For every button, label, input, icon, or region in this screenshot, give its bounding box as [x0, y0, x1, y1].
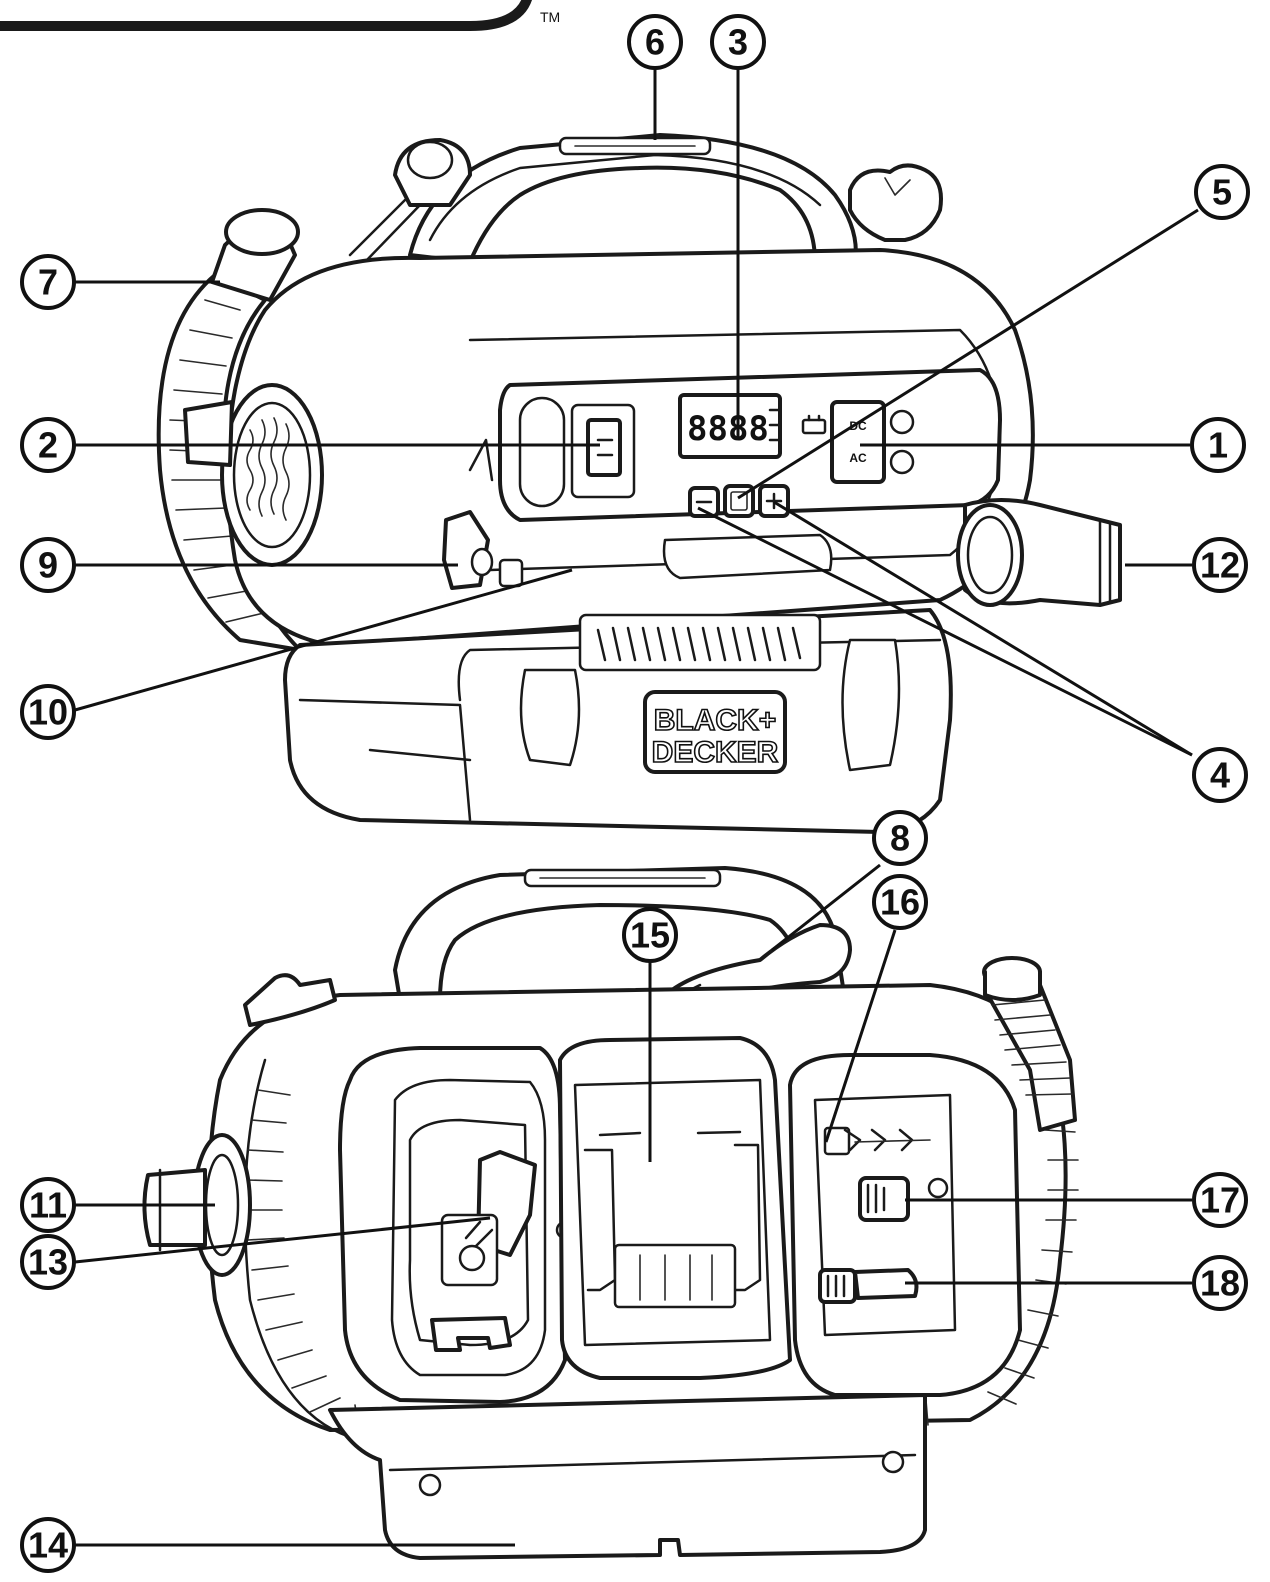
callout-13: 13	[20, 1234, 76, 1290]
front-view-inflator: 8888 DC AC	[156, 133, 1122, 834]
callout-5: 5	[1194, 164, 1250, 220]
callout-16: 16	[872, 874, 928, 930]
power-switch[interactable]	[586, 418, 622, 477]
callout-6: 6	[627, 14, 683, 70]
front-battery-base: BLACK+ DECKER	[283, 608, 953, 834]
rear-base	[328, 1393, 927, 1560]
leader-5	[737, 208, 1199, 500]
svg-text:9: 9	[38, 545, 58, 586]
dc-outlet-port[interactable]	[858, 1176, 949, 1222]
hose-rear	[243, 956, 1077, 1132]
leader-4b	[773, 500, 1193, 757]
svg-text:13: 13	[28, 1242, 68, 1283]
svg-text:3: 3	[728, 22, 748, 63]
callout-1: 1	[1190, 417, 1246, 473]
leader-lines	[74, 65, 1199, 1547]
leader-10	[74, 568, 573, 712]
svg-text:14: 14	[28, 1525, 68, 1566]
callout-4: 4	[1192, 747, 1248, 803]
callout-17: 17	[1192, 1172, 1248, 1228]
usb-cord-connector[interactable]	[818, 1268, 919, 1304]
leader-4a	[697, 506, 1193, 757]
battery-icon	[801, 414, 827, 435]
svg-text:5: 5	[1212, 172, 1232, 213]
svg-text:2: 2	[38, 425, 58, 466]
callout-9: 9	[20, 537, 76, 593]
side-latch-front	[442, 438, 524, 590]
battery-slot	[558, 1036, 792, 1380]
logo-line-2: DECKER	[652, 736, 779, 769]
callout-7: 7	[20, 254, 76, 310]
callout-10: 10	[20, 684, 76, 740]
mode-icon-top	[889, 409, 915, 435]
selector-dc-label: DC	[849, 419, 867, 433]
carry-handle-front	[408, 133, 858, 264]
vent-slots	[578, 613, 822, 672]
svg-text:4: 4	[1210, 755, 1230, 796]
high-volume-outlet	[956, 498, 1122, 607]
callout-18: 18	[1192, 1255, 1248, 1311]
fuse-terminal	[823, 1126, 931, 1156]
lcd-readout: 8888	[687, 409, 769, 449]
hose-clip-front	[348, 138, 943, 264]
leader-8	[771, 863, 881, 952]
leader-13	[74, 1216, 491, 1264]
svg-text:18: 18	[1200, 1263, 1240, 1304]
logo-line-1: BLACK+	[654, 704, 777, 737]
cord-storage-compartment	[338, 1046, 575, 1404]
carry-handle-rear	[393, 866, 852, 1002]
svg-text:10: 10	[28, 692, 68, 733]
svg-text:6: 6	[645, 22, 665, 63]
callout-12: 12	[1192, 537, 1248, 593]
mode-icon-bottom	[889, 449, 915, 475]
callout-3: 3	[710, 14, 766, 70]
trademark-mark: TM	[540, 9, 560, 25]
svg-text:7: 7	[38, 262, 58, 303]
callout-2: 2	[20, 417, 76, 473]
svg-text:17: 17	[1200, 1180, 1240, 1221]
callout-8: 8	[872, 810, 928, 866]
rear-view-inflator	[142, 866, 1079, 1560]
callout-15: 15	[622, 907, 678, 963]
callout-11: 11	[20, 1177, 76, 1233]
leader-16	[824, 929, 897, 1143]
header-banner-frame: TM	[0, 0, 560, 31]
svg-text:8: 8	[890, 818, 910, 859]
svg-text:11: 11	[29, 1185, 67, 1226]
lcd-display	[678, 393, 782, 459]
left-outlet-rear	[142, 1133, 252, 1277]
svg-text:16: 16	[880, 882, 920, 923]
svg-text:1: 1	[1208, 425, 1228, 466]
svg-text:12: 12	[1200, 545, 1240, 586]
ac-dc-selector[interactable]	[830, 400, 886, 484]
callout-14: 14	[20, 1517, 76, 1573]
selector-ac-label: AC	[849, 451, 867, 465]
accessory-compartment	[788, 1053, 1022, 1397]
svg-text:15: 15	[630, 915, 670, 956]
callouts: 1 2 3 4 5 6 7 8	[20, 14, 1250, 1573]
brand-logo: BLACK+ DECKER	[643, 690, 787, 774]
